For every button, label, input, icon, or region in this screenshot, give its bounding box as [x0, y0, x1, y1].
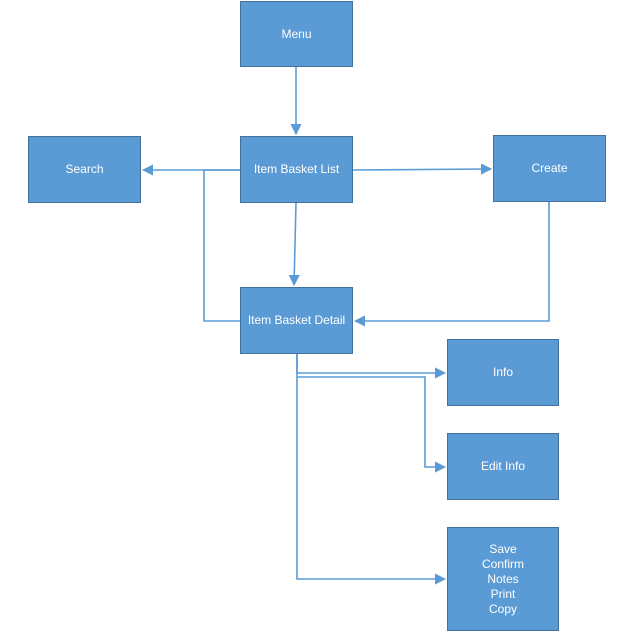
node-item-basket-list-label: Item Basket List: [253, 162, 340, 176]
node-info: Info: [447, 339, 559, 406]
node-info-label: Info: [492, 365, 513, 379]
node-actions: Save Confirm Notes Print Copy: [447, 527, 559, 631]
edge-detail-to-search: [203, 169, 240, 322]
action-print-label: Print: [490, 586, 516, 601]
node-create: Create: [493, 135, 606, 202]
edge-detail-to-actions: [296, 354, 447, 585]
node-search-label: Search: [65, 162, 104, 176]
action-save-label: Save: [489, 541, 517, 556]
edge-detail-to-edit-info: [297, 376, 447, 473]
node-edit-info: Edit Info: [447, 433, 559, 500]
edge-create-to-detail: [353, 202, 550, 327]
action-copy-label: Copy: [488, 601, 517, 616]
edge-detail-to-info: [296, 354, 447, 379]
node-menu: Menu: [240, 1, 353, 67]
node-create-label: Create: [531, 161, 568, 175]
node-item-basket-detail-label: Item Basket Detail: [247, 313, 346, 327]
edge-list-to-create: [352, 163, 493, 175]
action-confirm-label: Confirm: [481, 556, 524, 571]
node-item-basket-detail: Item Basket Detail: [240, 287, 353, 354]
edge-list-to-detail: [288, 202, 300, 287]
node-edit-info-label: Edit Info: [480, 459, 526, 473]
action-notes-label: Notes: [487, 571, 519, 586]
node-search: Search: [28, 136, 141, 203]
node-menu-label: Menu: [281, 26, 312, 41]
node-item-basket-list: Item Basket List: [240, 136, 353, 203]
